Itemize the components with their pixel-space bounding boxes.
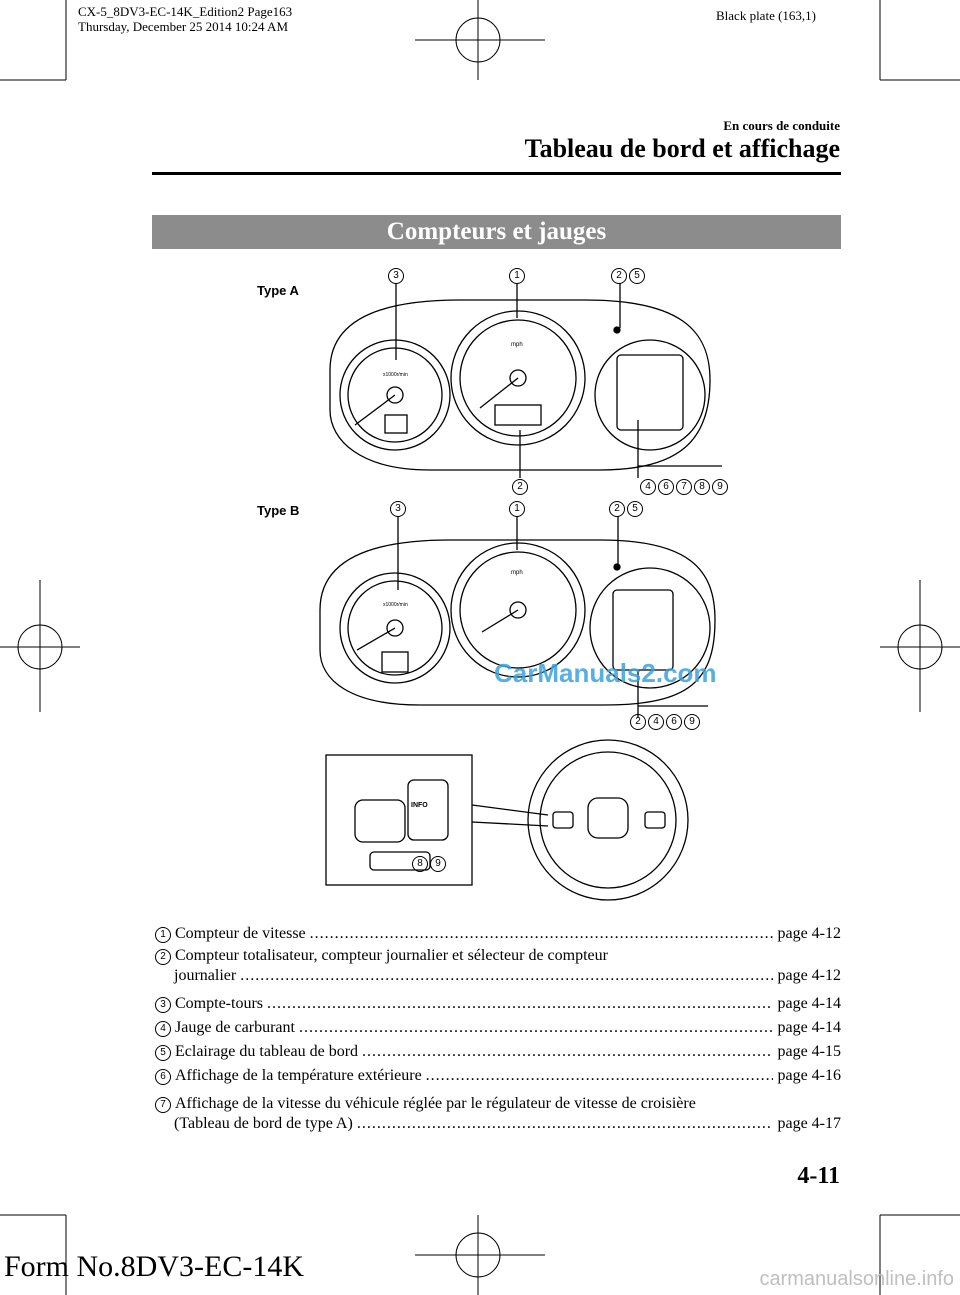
print-file-line1: CX-5_8DV3-EC-14K_Edition2 Page163	[78, 4, 293, 19]
legend-text-cont: (Tableau de bord de type A)	[174, 1115, 353, 1132]
band-title: Compteurs et jauges	[152, 215, 841, 249]
legend-text: Jauge de carburant	[175, 1019, 295, 1036]
header-rule	[152, 172, 841, 175]
callout-b-2: 2	[609, 501, 625, 517]
callout-a-4: 4	[640, 479, 656, 495]
callout-a-3: 3	[388, 268, 404, 284]
gauge-mph-b: mph	[511, 570, 523, 576]
legend-page: page 4-14	[777, 1019, 841, 1036]
callout-wheel-9: 9	[430, 856, 446, 872]
legend-text: Affichage de la température extérieure	[175, 1067, 422, 1084]
site-watermark: carmanualsonline.info	[759, 1268, 954, 1290]
legend-text: Compteur totalisateur, compteur journali…	[175, 947, 608, 964]
legend-num: 6	[155, 1069, 171, 1085]
gauge-rpm-b: x1000r/min	[383, 602, 408, 608]
legend-num: 5	[155, 1045, 171, 1061]
callout-a-7: 7	[676, 479, 692, 495]
print-file-line2: Thursday, December 25 2014 10:24 AM	[78, 19, 289, 34]
callout-b-1: 1	[509, 501, 525, 517]
legend-num: 7	[155, 1097, 171, 1113]
callout-a-5: 5	[629, 268, 645, 284]
callout-a-9: 9	[712, 479, 728, 495]
legend-num: 2	[155, 949, 171, 965]
callout-b-9: 9	[684, 714, 700, 730]
callout-b-3: 3	[390, 501, 406, 517]
legend-text: Affichage de la vitesse du véhicule régl…	[175, 1095, 696, 1112]
page-number: 4-11	[797, 1163, 840, 1189]
section-subtitle: En cours de conduite	[723, 118, 840, 133]
callout-b-6: 6	[666, 714, 682, 730]
callout-b-5: 5	[627, 501, 643, 517]
print-plate: Black plate (163,1)	[716, 8, 816, 23]
legend-text: Compteur de vitesse	[175, 925, 306, 942]
gauge-mph-a: mph	[511, 342, 523, 348]
watermark: CarManuals2.com	[494, 658, 717, 688]
legend-text: Eclairage du tableau de bord	[175, 1043, 359, 1060]
legend-text-cont: journalier	[174, 967, 237, 984]
legend-text: Compte-tours	[175, 995, 263, 1012]
callout-a-2: 2	[611, 268, 627, 284]
callout-a-1: 1	[509, 268, 525, 284]
callout-a-bottom-2: 2	[512, 479, 528, 495]
gauge-rpm-a: x1000r/min	[383, 372, 408, 378]
callout-a-6: 6	[658, 479, 674, 495]
legend-page: page 4-12	[777, 967, 841, 984]
legend-num: 4	[155, 1021, 171, 1037]
callout-wheel-8: 8	[412, 856, 428, 872]
section-title: Tableau de bord et affichage	[524, 134, 840, 163]
legend-page: page 4-16	[777, 1067, 841, 1084]
form-number: Form No.8DV3-EC-14K	[4, 1250, 304, 1283]
legend-num: 3	[155, 997, 171, 1013]
callout-a-8: 8	[694, 479, 710, 495]
print-file-info: CX-5_8DV3-EC-14K_Edition2 Page163 Thursd…	[78, 4, 292, 34]
type-b-label: Type B	[257, 503, 300, 518]
type-a-label: Type A	[257, 283, 299, 298]
legend-page: page 4-17	[777, 1115, 841, 1132]
legend-page: page 4-15	[777, 1043, 841, 1060]
info-button-label: INFO	[411, 802, 428, 809]
legend-page: page 4-12	[777, 925, 841, 942]
callout-b-bottom-2: 2	[630, 714, 646, 730]
callout-b-4: 4	[648, 714, 664, 730]
legend-num: 1	[155, 927, 171, 943]
legend-page: page 4-14	[777, 995, 841, 1012]
